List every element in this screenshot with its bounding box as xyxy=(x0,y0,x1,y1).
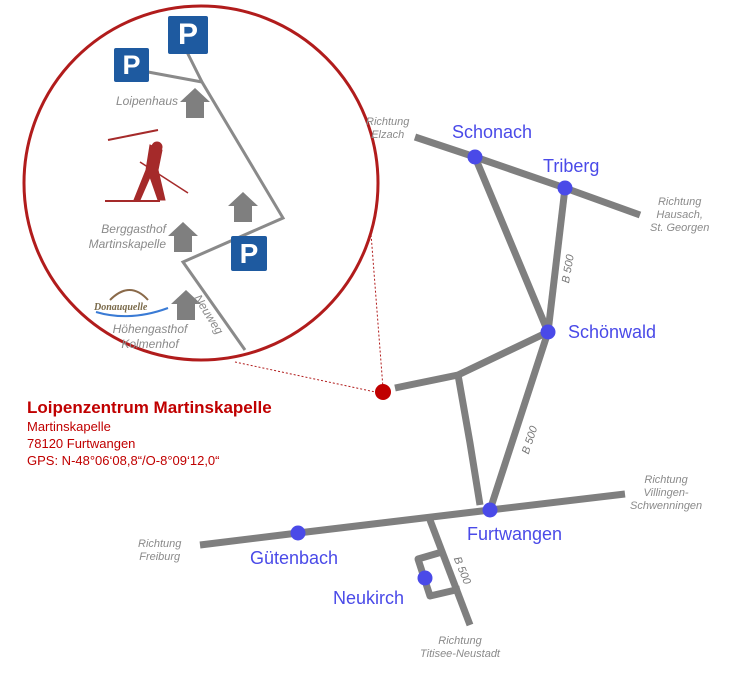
road-b500-triberg-schoenwald xyxy=(544,187,569,333)
label-line: Elzach xyxy=(371,129,405,141)
town-schonach: Schonach xyxy=(452,122,533,142)
house-icon xyxy=(228,192,258,222)
label-loipenhaus: Loipenhaus xyxy=(115,94,178,108)
label-line: St. Georgen xyxy=(650,222,710,234)
label-line: Richtung xyxy=(644,474,688,486)
town-neukirch: Neukirch xyxy=(333,588,405,608)
dot-schonach xyxy=(467,149,483,165)
label-line: Martinskapelle xyxy=(88,237,166,251)
road-junction-furtwangen xyxy=(454,374,484,506)
road-schoenwald-martinskapelle xyxy=(394,328,550,392)
label-line: Kolmenhof xyxy=(121,337,179,351)
house-icons xyxy=(168,88,258,320)
road-freiburg-villingen xyxy=(199,490,626,549)
label-line: Villingen- xyxy=(643,487,689,499)
label-line: Berggasthof xyxy=(101,222,166,236)
town-dots xyxy=(290,149,573,586)
label-line: Schwenningen xyxy=(630,500,703,512)
road-b500-titisee xyxy=(426,518,474,627)
dot-schoenwald xyxy=(540,324,556,340)
parking-icon: P xyxy=(231,236,267,271)
dot-furtwangen xyxy=(482,502,498,518)
roads xyxy=(199,133,642,627)
town-schoenwald: Schönwald xyxy=(568,322,657,342)
town-triberg: Triberg xyxy=(543,156,600,176)
parking-icon: P xyxy=(168,16,208,54)
martinskapelle-marker[interactable] xyxy=(375,384,391,400)
dot-neukirch xyxy=(417,570,433,586)
house-icon xyxy=(168,222,198,252)
svg-text:Donauquelle: Donauquelle xyxy=(93,302,148,313)
address-line: Martinskapelle xyxy=(27,419,111,434)
dot-triberg xyxy=(557,180,573,196)
donauquelle-logo: Donauquelle xyxy=(93,289,169,318)
address-title: Loipenzentrum Martinskapelle xyxy=(27,398,272,417)
label-line: Richtung xyxy=(138,538,182,550)
address-line: 78120 Furtwangen xyxy=(27,436,136,451)
dot-guetenbach xyxy=(290,525,306,541)
road-b500-schoenwald-furtwangen xyxy=(486,330,552,512)
label-line: Freiburg xyxy=(139,551,181,563)
label-line: Hausach, xyxy=(656,209,703,221)
house-icon xyxy=(180,88,210,118)
address-block: Loipenzentrum Martinskapelle Martinskape… xyxy=(27,398,272,469)
label-line: Richtung xyxy=(657,196,702,208)
town-guetenbach: Gütenbach xyxy=(250,548,339,568)
label-line: Titisee-Neustadt xyxy=(420,648,500,660)
road-schonach-schoenwald xyxy=(471,155,552,334)
inset-circle xyxy=(22,4,380,362)
label-line: Richtung xyxy=(366,116,410,128)
house-icon xyxy=(171,290,201,320)
road-elzach-hausach xyxy=(413,133,642,219)
town-furtwangen: Furtwangen xyxy=(467,524,563,544)
gps-coordinates: GPS: N-48°06‘08,8“/O-8°09‘12,0“ xyxy=(27,453,220,468)
label-line: Höhengasthof xyxy=(112,322,188,336)
parking-icon: P xyxy=(114,48,149,82)
skier-icon xyxy=(105,129,189,202)
label-line: Richtung xyxy=(438,635,482,647)
inset-roads xyxy=(147,47,286,351)
